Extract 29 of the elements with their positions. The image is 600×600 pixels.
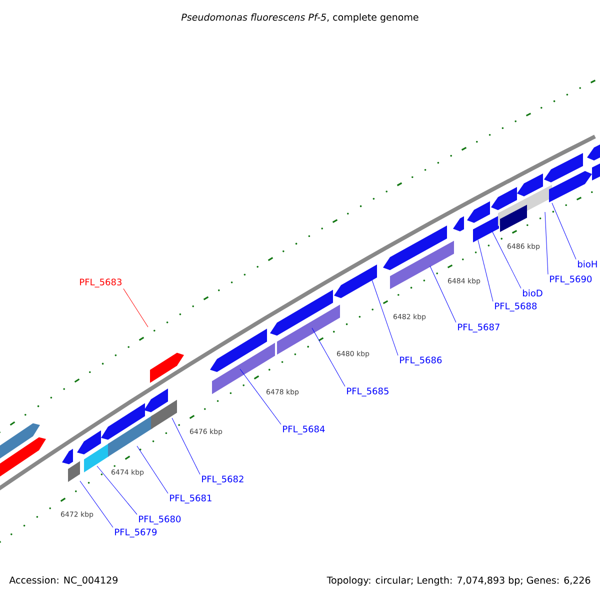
gene-label: PFL_5684 xyxy=(283,426,325,434)
gene-label: PFL_5682 xyxy=(202,476,244,484)
leader-line xyxy=(552,202,576,260)
leader-line xyxy=(312,328,346,387)
leader-line xyxy=(240,368,282,425)
gene-label: PFL_5690 xyxy=(550,276,592,284)
gene-label: PFL_5679 xyxy=(115,528,157,538)
leader-line xyxy=(492,230,522,289)
leader-line xyxy=(372,280,398,356)
gene-label: bioD xyxy=(523,290,542,296)
accession-text: Accession: NC_004129 xyxy=(9,576,118,586)
title: Pseudomonas fluorescens Pf-5, complete genome xyxy=(181,13,418,23)
gene-label: PFL_5685 xyxy=(347,388,388,396)
leader-line xyxy=(80,480,114,528)
gene-label: PFL_5686 xyxy=(400,356,442,366)
leader-line xyxy=(172,418,200,475)
gene-label: PFL_5680 xyxy=(139,516,181,524)
gene-label: PFL_5683 xyxy=(80,278,122,288)
genome-info-text: Topology: circular; Length: 7,074,893 bp; Genes: 6,226 xyxy=(326,576,590,586)
leader-line xyxy=(478,240,494,302)
leader-line xyxy=(123,288,148,328)
leader-line xyxy=(96,466,138,515)
gene-label: PFL_5688 xyxy=(495,302,537,312)
leader-line xyxy=(430,266,456,323)
leader-line xyxy=(544,212,548,275)
gene-label: PFL_5687 xyxy=(458,324,500,332)
gene-label: bioH xyxy=(578,260,597,268)
leader-line xyxy=(136,446,168,494)
gene-label: PFL_5681 xyxy=(170,494,212,504)
